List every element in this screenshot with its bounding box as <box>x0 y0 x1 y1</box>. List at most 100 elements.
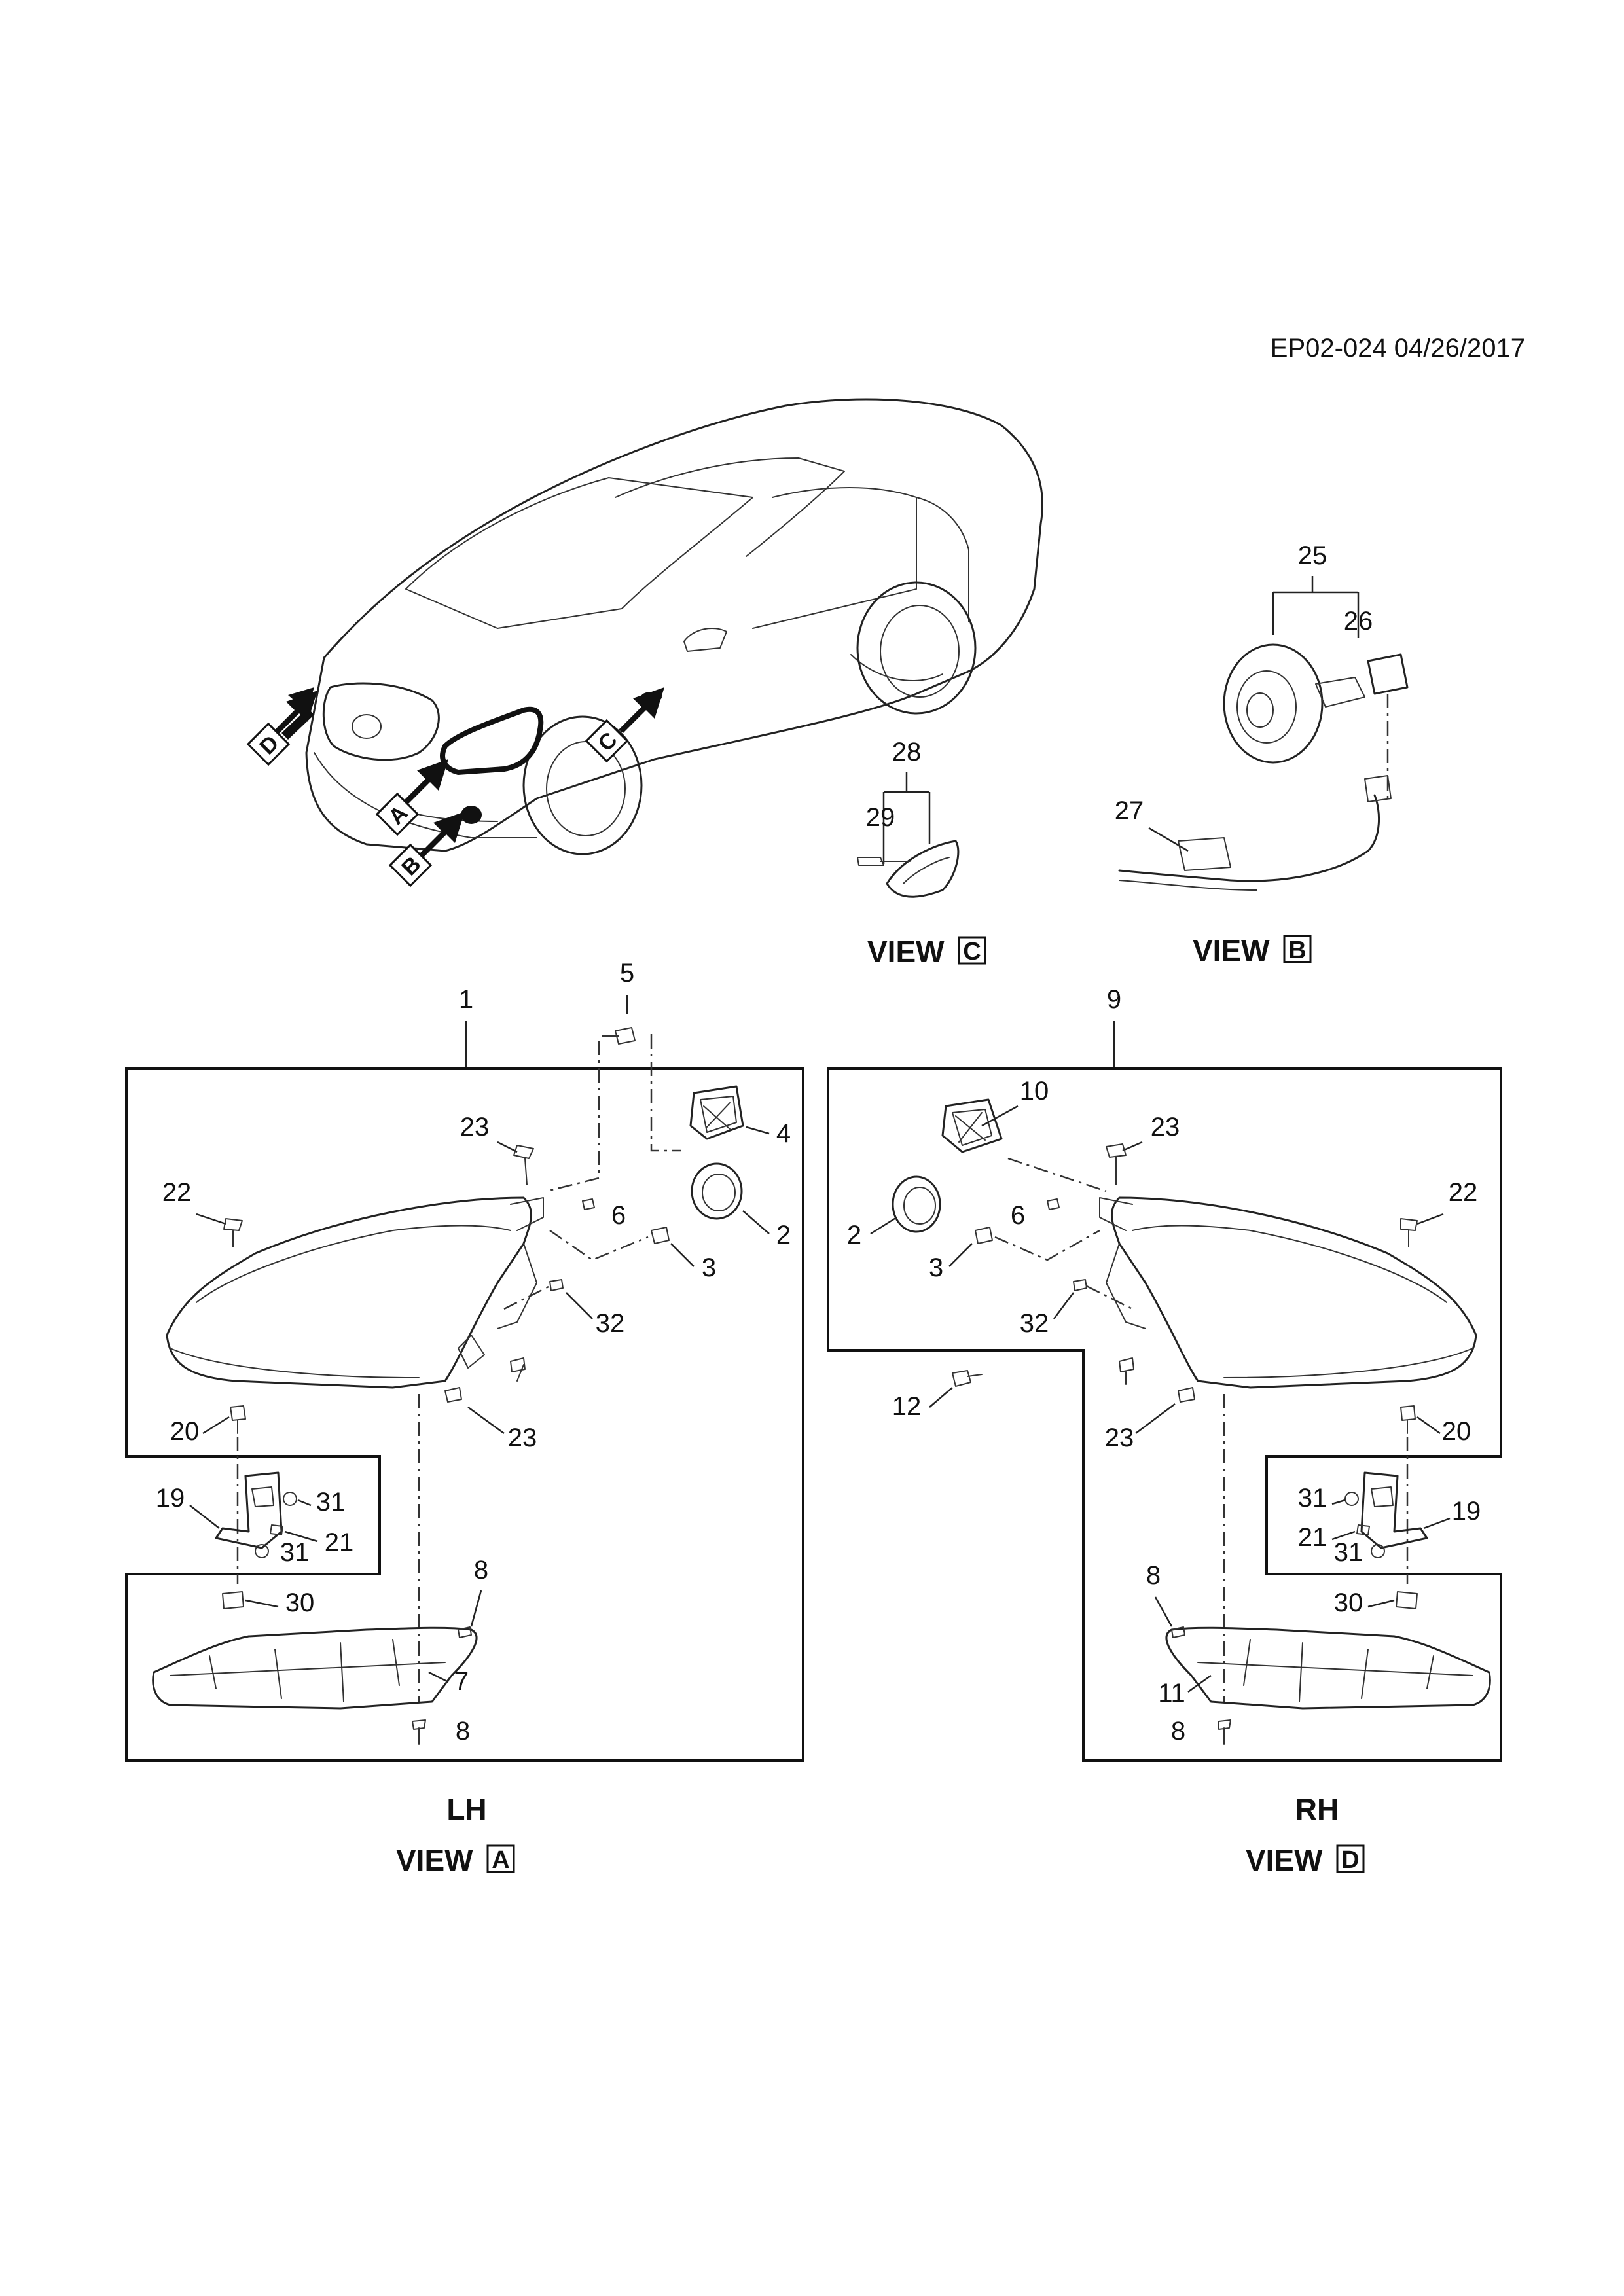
svg-text:VIEW: VIEW <box>867 935 945 969</box>
lh-bolt-bottom <box>444 1387 462 1403</box>
svg-text:B: B <box>1288 937 1306 964</box>
view-b-detail: 25 26 27 VIEW B <box>1115 541 1409 967</box>
rh-nut-b <box>1371 1544 1385 1558</box>
lh-stud <box>230 1405 246 1434</box>
svg-text:31: 31 <box>1334 1538 1363 1567</box>
rh-nut-a <box>1344 1492 1359 1506</box>
svg-text:30: 30 <box>285 1588 315 1617</box>
rh-bracket <box>1360 1471 1428 1549</box>
svg-text:C: C <box>963 938 981 965</box>
svg-text:29: 29 <box>866 803 895 832</box>
svg-text:32: 32 <box>1020 1309 1049 1338</box>
wiring-harness <box>1118 794 1380 882</box>
svg-text:A: A <box>492 1846 509 1874</box>
svg-text:21: 21 <box>325 1528 354 1557</box>
rh-bulb-socket <box>975 1227 993 1244</box>
rh-clip <box>1047 1198 1060 1210</box>
lh-bulb-top <box>602 1027 636 1045</box>
svg-text:2: 2 <box>776 1221 791 1249</box>
lh-clip <box>582 1198 595 1210</box>
svg-text:8: 8 <box>456 1717 470 1746</box>
view-a-pointer: A <box>375 759 448 836</box>
view-d-detail: 9 10 2 3 6 32 23 <box>827 985 1502 1877</box>
svg-text:LH: LH <box>446 1792 486 1826</box>
svg-text:VIEW: VIEW <box>1193 933 1270 967</box>
fog-lamp-housing <box>1223 643 1324 764</box>
lh-bulb-socket <box>651 1227 670 1244</box>
rh-headlamp <box>1110 1196 1477 1389</box>
rh-group-frame <box>827 1067 1502 1762</box>
svg-text:22: 22 <box>162 1178 192 1207</box>
lh-bolt-top <box>513 1145 534 1185</box>
lh-lower-trim <box>152 1626 478 1710</box>
rh-stud <box>1400 1405 1416 1434</box>
lh-pin <box>549 1279 564 1291</box>
lh-nut-a <box>283 1492 297 1506</box>
svg-text:26: 26 <box>1344 607 1373 636</box>
svg-text:19: 19 <box>1452 1497 1481 1526</box>
svg-text:9: 9 <box>1107 985 1121 1014</box>
view-b-pointer: B <box>388 812 465 888</box>
svg-text:31: 31 <box>1298 1484 1327 1513</box>
lh-nut-b <box>255 1544 269 1558</box>
svg-text:31: 31 <box>280 1538 310 1567</box>
svg-text:10: 10 <box>1020 1077 1049 1105</box>
lh-retaining-ring <box>691 1162 743 1220</box>
svg-text:23: 23 <box>1151 1113 1180 1141</box>
svg-text:28: 28 <box>892 738 922 766</box>
svg-text:3: 3 <box>702 1253 716 1282</box>
lh-trim-screw-right <box>458 1626 472 1638</box>
fog-bulb <box>1367 653 1409 695</box>
lh-trim-screw-bottom <box>412 1719 426 1745</box>
svg-text:8: 8 <box>1171 1717 1185 1746</box>
rh-bolt-bottom <box>1119 1357 1134 1385</box>
svg-text:31: 31 <box>316 1488 346 1516</box>
rh-retaining-ring <box>892 1175 941 1233</box>
lh-lower-clip <box>222 1591 244 1609</box>
lh-bracket <box>215 1471 283 1549</box>
svg-text:20: 20 <box>1442 1417 1471 1446</box>
rh-access-cover <box>941 1098 1003 1153</box>
view-c-pointer: C <box>585 687 664 763</box>
svg-text:19: 19 <box>156 1484 185 1513</box>
svg-text:4: 4 <box>776 1119 791 1148</box>
svg-text:6: 6 <box>1011 1201 1025 1230</box>
svg-text:25: 25 <box>1298 541 1327 570</box>
svg-text:22: 22 <box>1449 1178 1478 1207</box>
svg-text:D: D <box>1341 1846 1359 1874</box>
svg-text:RH: RH <box>1295 1792 1339 1826</box>
lh-group-frame <box>125 1067 804 1762</box>
svg-text:20: 20 <box>170 1417 200 1446</box>
rh-loose-bulb <box>952 1370 983 1387</box>
side-marker-bulb <box>857 857 884 866</box>
lh-access-cover <box>689 1085 744 1140</box>
svg-text:21: 21 <box>1298 1523 1327 1552</box>
rh-trim-screw-bottom <box>1218 1719 1231 1745</box>
side-marker-lamp <box>886 840 960 898</box>
rh-trim-screw-left <box>1171 1626 1185 1638</box>
svg-text:3: 3 <box>929 1253 943 1282</box>
view-c-detail: 28 29 VIEW C <box>857 738 986 969</box>
rh-lower-clip <box>1396 1591 1418 1609</box>
svg-text:VIEW: VIEW <box>396 1843 473 1877</box>
svg-text:8: 8 <box>1146 1561 1161 1590</box>
rh-pin <box>1073 1279 1087 1291</box>
svg-text:23: 23 <box>1105 1424 1134 1452</box>
lh-headlamp <box>166 1196 533 1389</box>
view-a-detail: 1 5 4 2 3 6 32 <box>125 959 804 1877</box>
svg-text:32: 32 <box>596 1309 625 1338</box>
svg-text:6: 6 <box>611 1201 626 1230</box>
svg-text:11: 11 <box>1158 1679 1185 1708</box>
svg-text:VIEW: VIEW <box>1246 1843 1323 1877</box>
svg-text:12: 12 <box>892 1392 922 1421</box>
svg-text:30: 30 <box>1334 1588 1363 1617</box>
lh-bolt-left <box>223 1218 243 1247</box>
rh-bolt-top <box>1106 1143 1127 1185</box>
rh-lower-trim <box>1165 1626 1491 1710</box>
rh-screw <box>1356 1524 1370 1535</box>
svg-text:2: 2 <box>847 1221 861 1249</box>
drawing-reference: EP02-024 04/26/2017 <box>1271 334 1525 363</box>
rh-bolt-right <box>1400 1218 1418 1247</box>
svg-text:8: 8 <box>474 1556 488 1585</box>
